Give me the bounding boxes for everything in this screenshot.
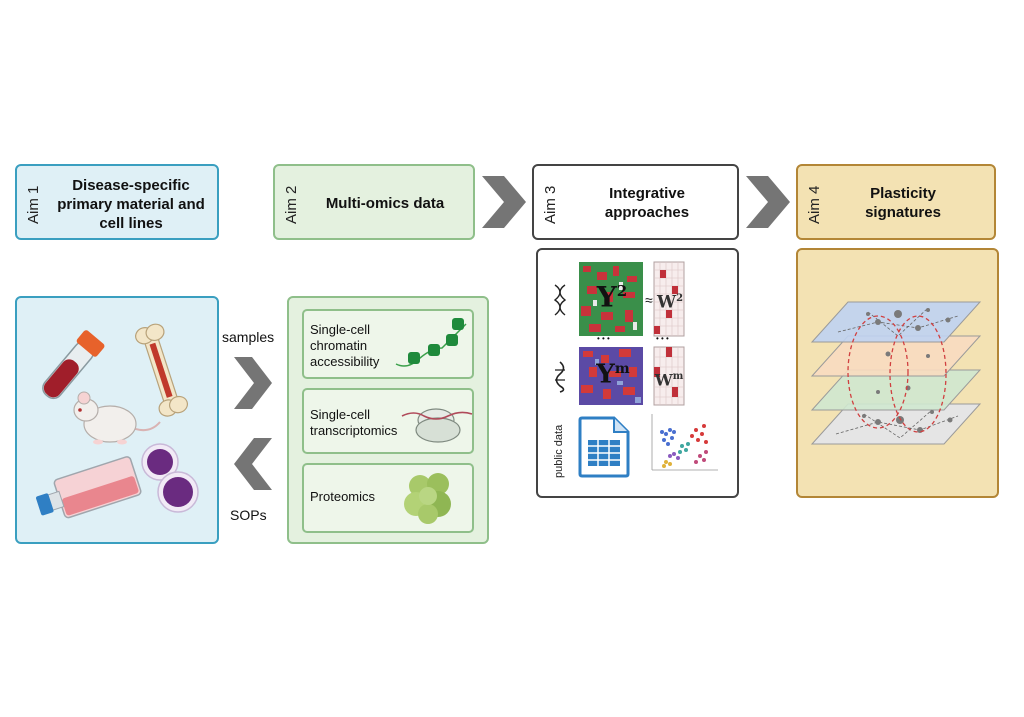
culture-flask-icon: [36, 456, 142, 519]
aim3-label: Aim 3: [542, 185, 559, 224]
chromatin-icon: [395, 318, 467, 367]
dna-helix-icon: [553, 284, 567, 316]
matrix-y-symbol: Y: [596, 359, 615, 390]
rna-ribosome-icon: [401, 408, 473, 443]
data-matrix-bottom: [579, 347, 643, 405]
rna-icon: [555, 361, 565, 393]
omics-item-label: Single-cell chromatin accessibility: [310, 322, 380, 369]
factor-w-bottom: Wm: [654, 367, 684, 389]
chevron-right-icon: [234, 357, 272, 409]
factor-matrix-bottom: [653, 346, 685, 406]
factor-w-symbol: W: [654, 370, 673, 390]
ellipsis-right: • • •: [656, 334, 669, 343]
spreadsheet-icon: [578, 416, 630, 478]
data-matrix-top: [579, 262, 643, 336]
tsne-scatter-plot: [651, 414, 718, 471]
protein-icon: [404, 473, 451, 524]
factor-matrix-top: [653, 261, 685, 337]
matrix-y-superscript: m: [614, 361, 630, 377]
sops-label: SOPs: [230, 507, 267, 523]
ellipsis-left: • • •: [597, 334, 610, 343]
aim2-label: Aim 2: [283, 185, 300, 224]
approx-symbol: ≈: [645, 292, 653, 308]
cells-icon: [141, 443, 199, 513]
aim1-title: Disease-specific primary material and ce…: [57, 177, 205, 232]
aim2-header: Aim 2 Multi-omics data: [273, 164, 475, 240]
matrix-y-superscript: 2: [616, 282, 628, 300]
factor-w-superscript: 2: [676, 293, 684, 304]
factor-w-top: W2: [656, 289, 684, 313]
aim3-title: Integrative approaches: [604, 185, 690, 221]
aim2-title: Multi-omics data: [325, 195, 445, 212]
blood-tube-icon: [42, 330, 105, 400]
matrix-y-bottom: Ym: [586, 360, 640, 388]
plasticity-layers: [810, 301, 982, 445]
aim3-header: Aim 3 Integrative approaches: [532, 164, 739, 240]
aim1-label: Aim 1: [25, 185, 42, 224]
samples-label: samples: [222, 329, 275, 345]
public-data-label: public data: [553, 424, 565, 478]
omics-item-label: Proteomics: [310, 489, 376, 504]
aim4-title: Plasticity signatures: [865, 185, 941, 221]
chevron-right-icon: [482, 176, 526, 228]
matrix-y-top: Y2: [590, 282, 634, 311]
matrix-y-symbol: Y: [596, 280, 617, 314]
factor-w-symbol: W: [656, 292, 677, 313]
bone-icon: [135, 323, 189, 417]
chevron-left-icon: [234, 438, 272, 490]
factor-w-superscript: m: [672, 371, 684, 382]
aim4-header: Aim 4 Plasticity signatures: [796, 164, 996, 240]
omics-item-label: Single-cell transcriptomics: [310, 407, 398, 438]
chevron-right-icon: [746, 176, 790, 228]
mouse-icon: [73, 391, 161, 445]
aim1-header: Aim 1 Disease-specific primary material …: [15, 164, 219, 240]
aim4-label: Aim 4: [806, 185, 823, 224]
